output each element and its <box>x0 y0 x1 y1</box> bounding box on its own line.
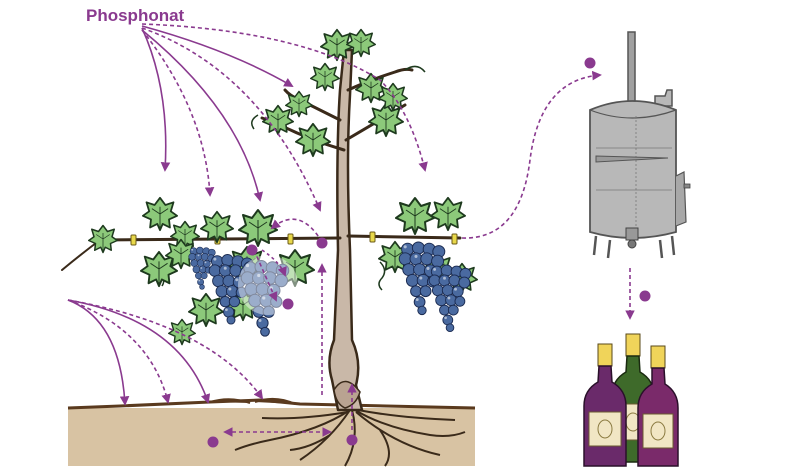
purple-bottle-left <box>583 343 627 467</box>
purple-bottle-right <box>637 345 679 467</box>
translocation-arrows <box>223 218 357 437</box>
wine-tank-icon <box>589 31 691 259</box>
phosphonat-label: Phosphonat <box>86 6 185 25</box>
wine-bottles-icon <box>583 333 679 467</box>
soil-arrows <box>67 299 264 406</box>
spray-arrows <box>141 23 428 212</box>
vine-trunk <box>328 48 364 412</box>
phosphonate-dots <box>207 57 651 448</box>
vine-to-tank-arrow <box>461 70 602 239</box>
grape-clusters <box>188 241 472 337</box>
